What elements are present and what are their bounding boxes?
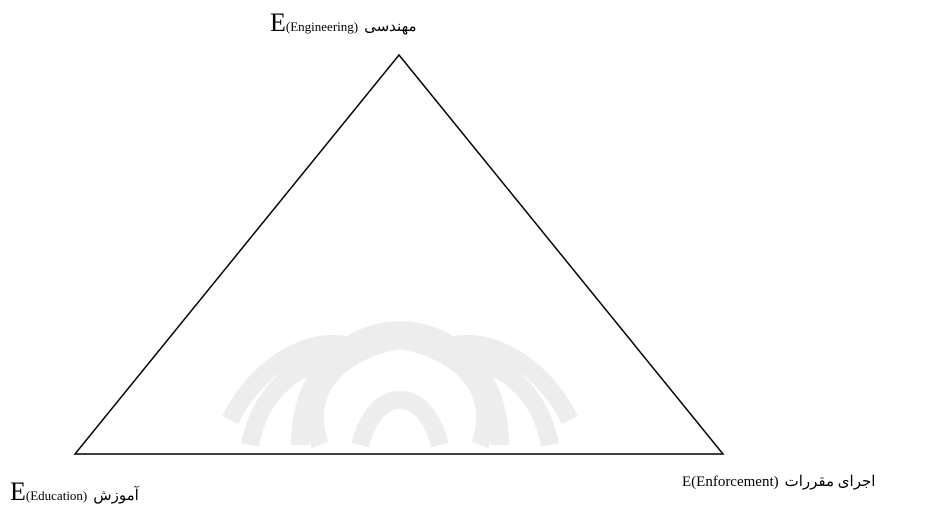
- vertex-label-education: E (Education) آموزش: [10, 479, 139, 505]
- education-english: (Education): [25, 488, 88, 503]
- education-e: E: [10, 477, 26, 506]
- enforcement-english: E(Enforcement): [682, 474, 779, 490]
- vertex-label-enforcement: E(Enforcement) اجرای مقررات: [682, 472, 875, 491]
- engineering-english: (Engineering): [285, 19, 359, 34]
- watermark-emblem: [221, 320, 579, 449]
- vertex-label-engineering: E (Engineering) مهندسی: [270, 10, 417, 36]
- engineering-e: E: [270, 8, 286, 37]
- engineering-persian: مهندسی: [364, 19, 417, 35]
- enforcement-persian: اجرای مقررات: [784, 474, 876, 490]
- education-persian: آموزش: [93, 488, 139, 504]
- triangle: [73, 53, 725, 455]
